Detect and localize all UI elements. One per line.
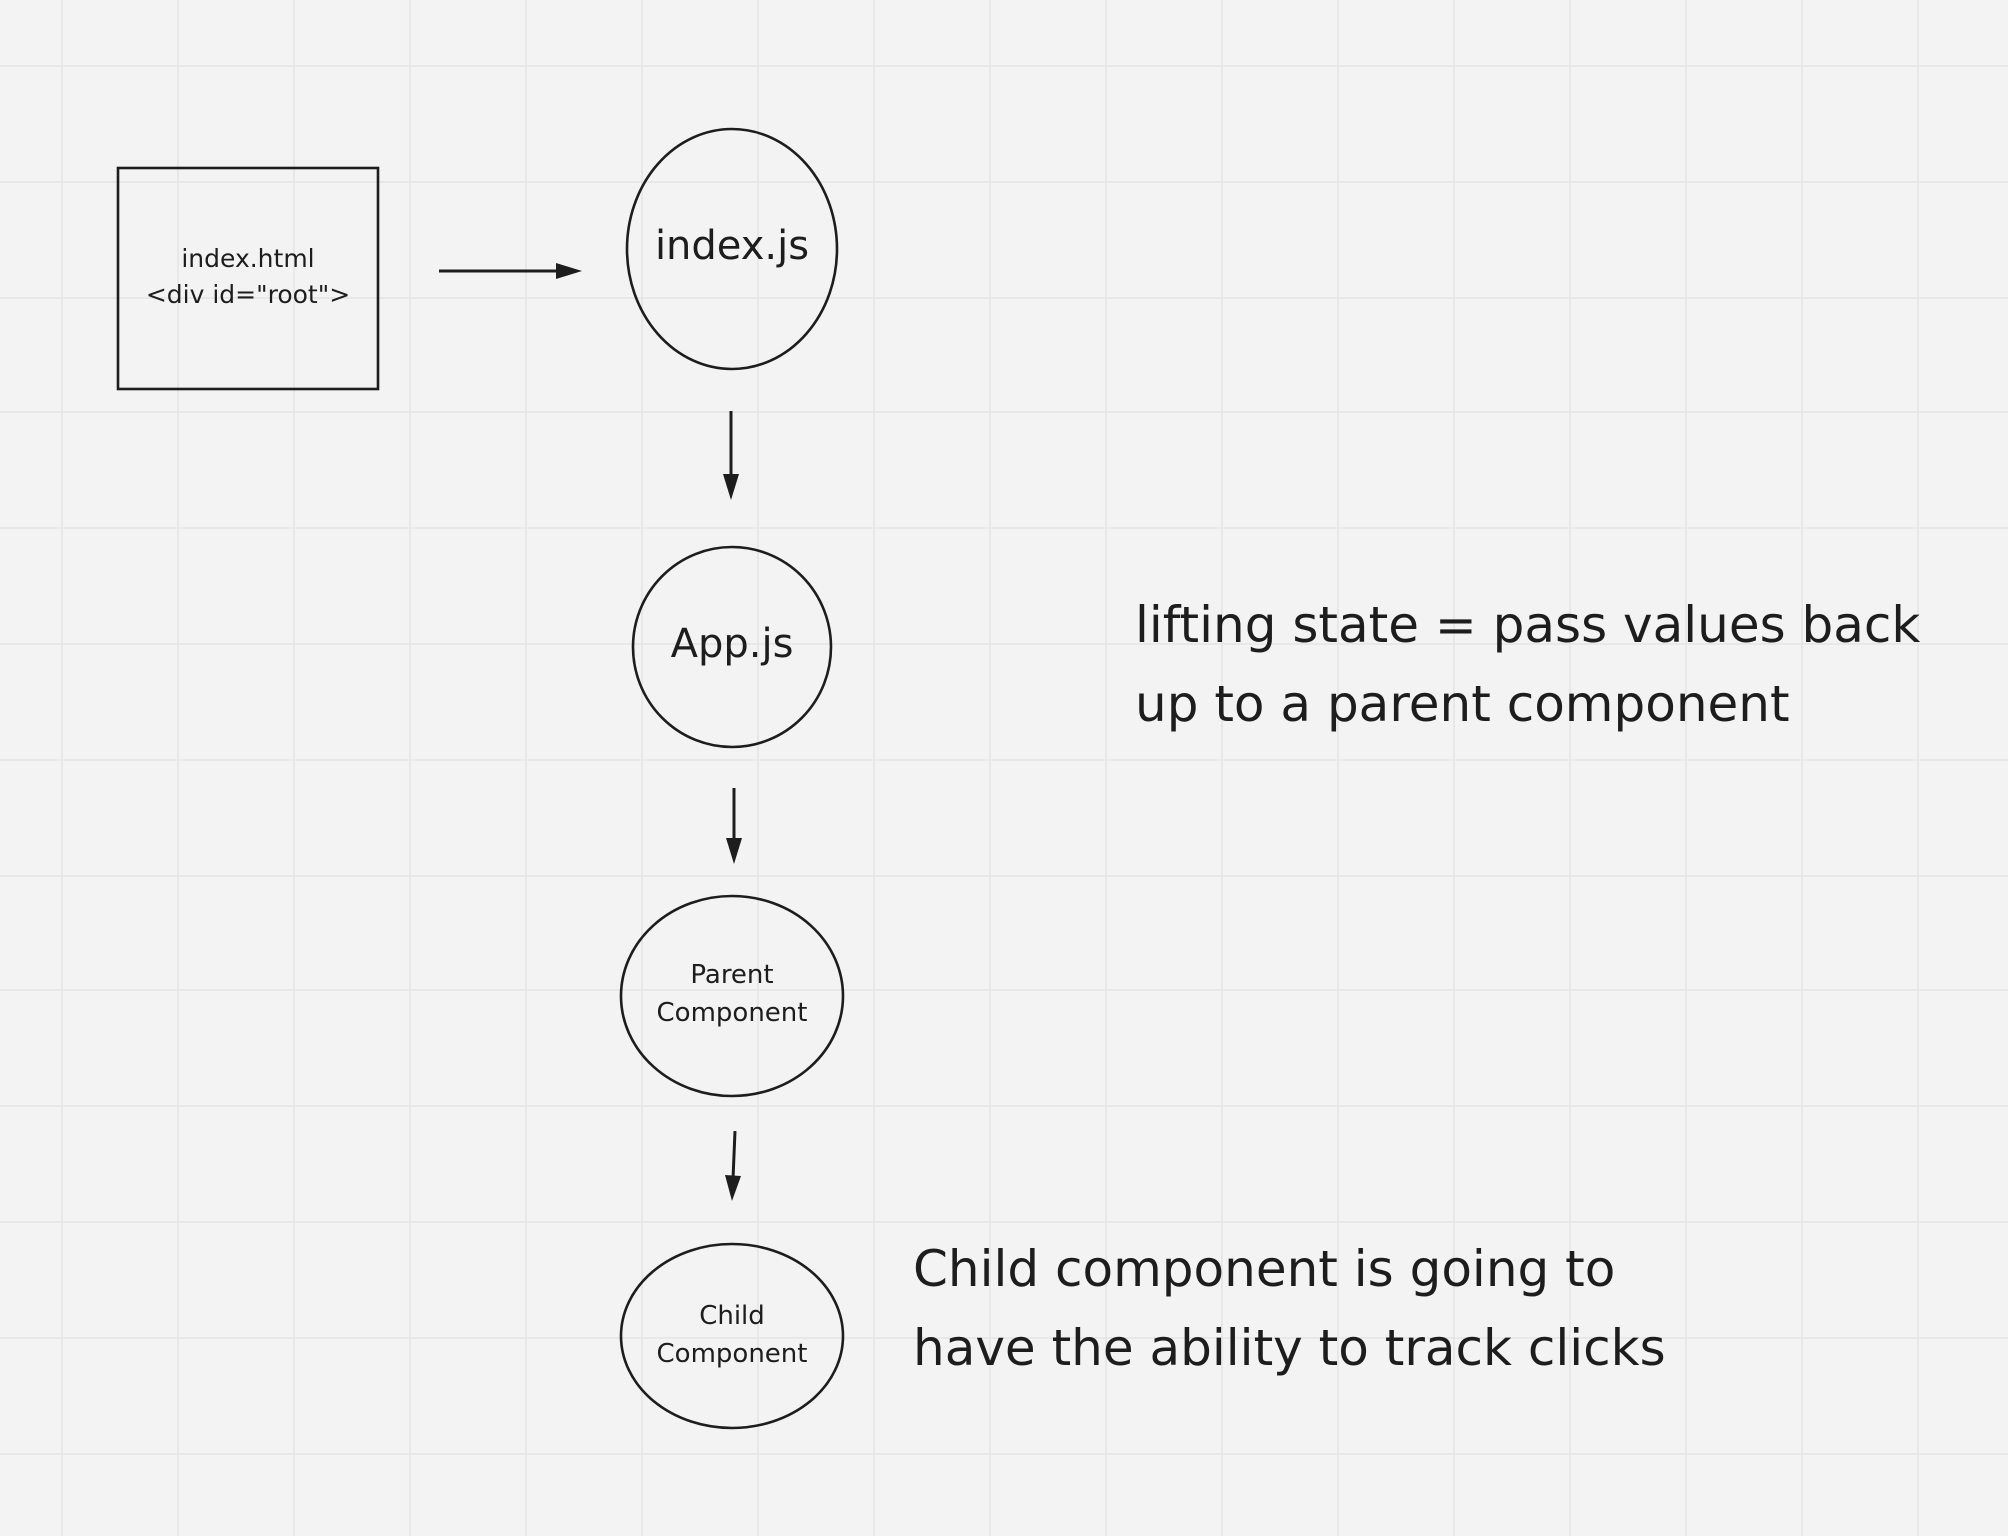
index-html-node[interactable]: index.html <div id="root"> xyxy=(116,166,380,391)
app-js-label: App.js xyxy=(671,621,794,667)
child-label-line2: Component xyxy=(657,1339,808,1369)
arrow-app-js-to-parent xyxy=(726,788,742,864)
index-js-node[interactable]: index.js xyxy=(625,127,839,371)
child-label-line1: Child xyxy=(699,1301,765,1331)
child-component-node[interactable]: Child Component xyxy=(619,1242,845,1430)
parent-label-line1: Parent xyxy=(690,960,773,990)
app-js-node[interactable]: App.js xyxy=(631,545,833,749)
child-component-note[interactable]: Child component is going to have the abi… xyxy=(913,1240,1666,1377)
index-html-label: index.html xyxy=(181,244,314,273)
lifting-note-line2: up to a parent component xyxy=(1135,675,1790,733)
index-js-label: index.js xyxy=(655,223,809,269)
root-div-label: <div id="root"> xyxy=(146,280,350,309)
parent-label-line2: Component xyxy=(657,998,808,1028)
arrow-html-to-index-js xyxy=(439,263,582,279)
index-html-box xyxy=(116,166,380,391)
parent-component-ellipse xyxy=(619,894,845,1098)
child-note-line2: have the ability to track clicks xyxy=(913,1319,1666,1377)
arrow-index-js-to-app-js xyxy=(723,411,739,500)
lifting-state-note[interactable]: lifting state = pass values back up to a… xyxy=(1135,596,1920,733)
child-component-ellipse xyxy=(619,1242,845,1430)
index-js-ellipse xyxy=(625,127,839,371)
arrow-parent-to-child xyxy=(725,1130,741,1201)
parent-component-node[interactable]: Parent Component xyxy=(619,894,845,1098)
app-js-ellipse xyxy=(631,545,833,749)
child-note-line1: Child component is going to xyxy=(913,1240,1615,1298)
lifting-note-line1: lifting state = pass values back xyxy=(1135,596,1920,654)
